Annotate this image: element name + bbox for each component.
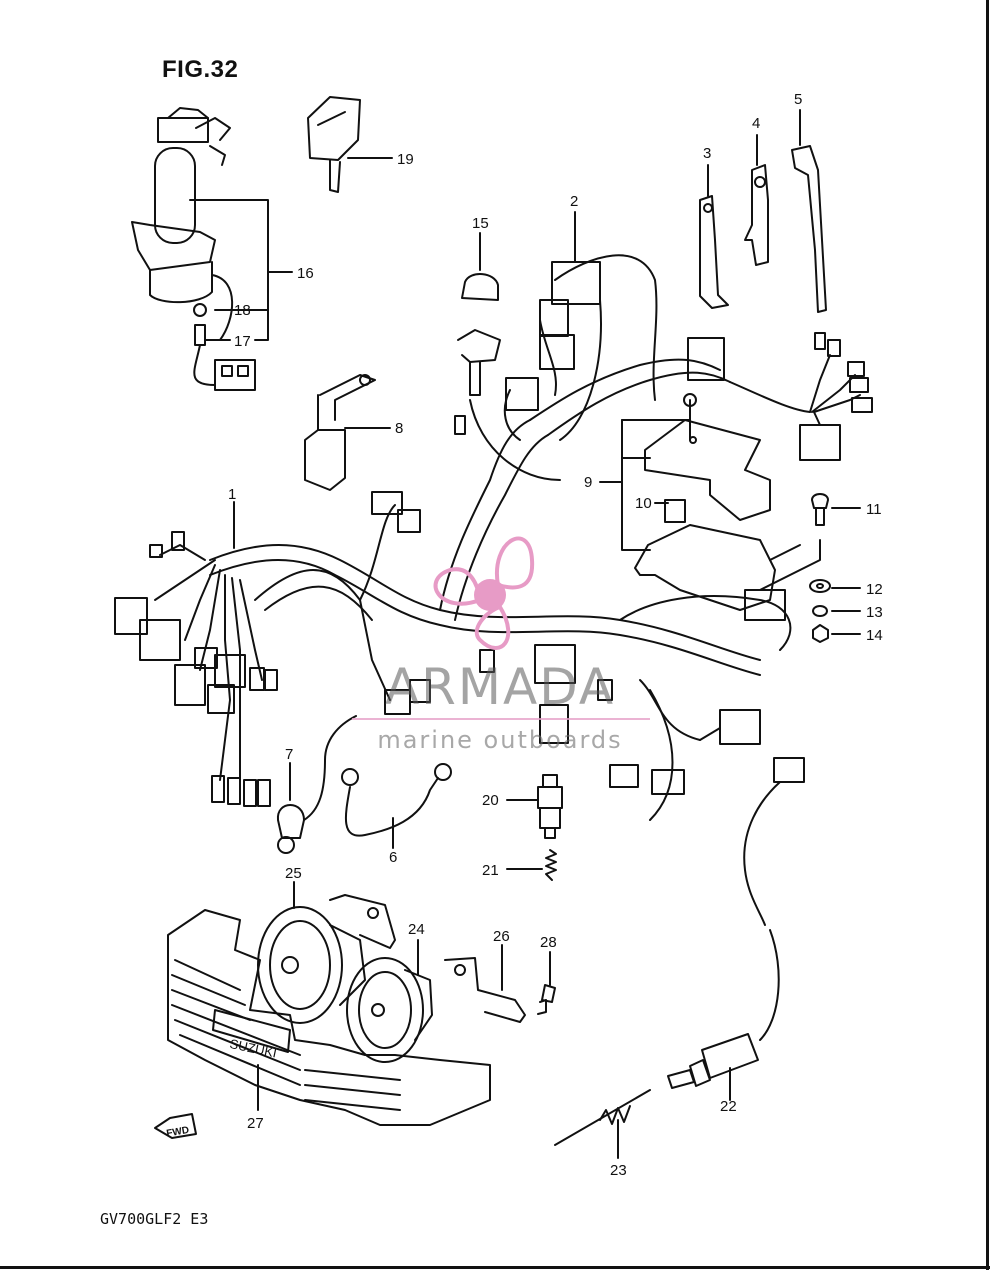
band-5 (791, 109, 827, 313)
callout-5: 5 (794, 91, 802, 108)
callout-2: 2 (570, 193, 578, 210)
ignition-key (307, 96, 393, 193)
fwd-arrow-label: FWD (166, 1125, 190, 1140)
callout-15: 15 (472, 215, 489, 232)
speedometer-cable-22 (554, 757, 805, 1159)
callout-13: 13 (866, 604, 883, 621)
watermark-tagline: marine outboards (377, 726, 623, 754)
callout-21: 21 (482, 862, 499, 879)
page-border-bottom (0, 1266, 990, 1269)
callout-24: 24 (408, 921, 425, 938)
callout-11: 11 (866, 501, 882, 518)
rubber-strap-3 (699, 164, 729, 309)
page-border-right (986, 0, 989, 1270)
model-code: GV700GLF2 E3 (100, 1210, 209, 1228)
bracket-8 (304, 374, 391, 491)
callout-14: 14 (866, 627, 883, 644)
forward-arrow (154, 1113, 197, 1139)
callout-12: 12 (866, 581, 883, 598)
callout-8: 8 (395, 420, 403, 437)
callout-26: 26 (493, 928, 510, 945)
callout-16: 16 (297, 265, 314, 282)
watermark-divider (352, 718, 650, 720)
callout-4: 4 (752, 115, 760, 132)
callout-27: 27 (247, 1115, 264, 1132)
callout-3: 3 (703, 145, 711, 162)
switch-20 (506, 774, 563, 881)
cap-15 (457, 232, 501, 396)
watermark-logo (433, 536, 535, 650)
clip-4 (744, 134, 769, 266)
main-wiring-harness (114, 254, 873, 821)
callout-25: 25 (285, 865, 302, 882)
callout-10: 10 (635, 495, 652, 512)
callout-20: 20 (482, 792, 499, 809)
leader-16 (189, 199, 269, 341)
horn-cover-27 (167, 909, 491, 1126)
callout-22: 22 (720, 1098, 737, 1115)
callout-18: 18 (234, 302, 251, 319)
figure-title: FIG.32 (162, 56, 239, 83)
ground-cable-6 (341, 763, 452, 849)
fuse-box-9 (599, 393, 821, 621)
ignition-switch (131, 107, 256, 391)
fasteners-11-14 (809, 493, 861, 643)
callout-9: 9 (584, 474, 592, 491)
callout-23: 23 (610, 1162, 627, 1179)
horn-bracket-26 (329, 894, 526, 1023)
callout-1: 1 (228, 486, 236, 503)
horn-25 (257, 881, 366, 1024)
screw-28 (537, 951, 556, 1015)
suzuki-emblem-text: SUZUKI (228, 1036, 278, 1061)
watermark-brand: ARMADA (384, 658, 616, 716)
callout-17: 17 (234, 333, 251, 350)
callout-19: 19 (397, 151, 414, 168)
horn-24 (346, 939, 433, 1063)
callout-6: 6 (389, 849, 397, 866)
callout-7: 7 (285, 746, 293, 763)
callout-28: 28 (540, 934, 557, 951)
neutral-switch-7 (276, 715, 357, 854)
